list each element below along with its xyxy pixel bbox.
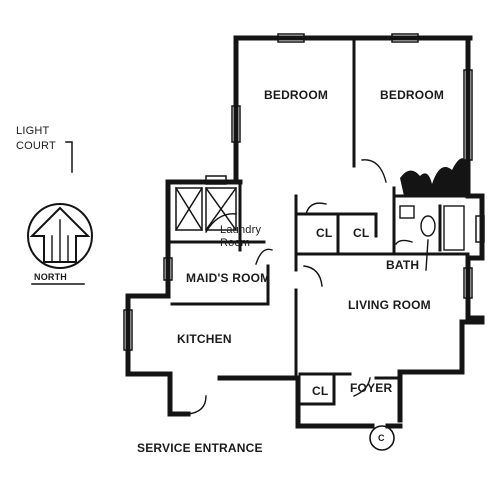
rubble-patch <box>400 158 468 196</box>
exterior-walls <box>125 35 485 429</box>
closet-1-label: CL <box>316 226 333 240</box>
service-entrance-label: SERVICE ENTRANCE <box>137 441 263 455</box>
laundry-fixtures <box>174 186 238 232</box>
closet-2-label: CL <box>353 226 370 240</box>
entry-marker <box>369 425 395 451</box>
entry-marker-label: C <box>378 433 385 443</box>
closet-3-label: CL <box>312 384 329 398</box>
bedroom-2-label: BEDROOM <box>380 88 445 102</box>
maids-room-label: MAID'S ROOM <box>186 271 271 285</box>
living-room-label: LIVING ROOM <box>348 298 431 312</box>
bedroom-1-label: BEDROOM <box>264 88 329 102</box>
kitchen-label: KITCHEN <box>177 332 232 346</box>
windows <box>123 33 485 351</box>
north-label: NORTH <box>34 272 67 282</box>
laundry-room-label-1: Laundry <box>220 224 262 236</box>
light-court-leader <box>65 141 73 173</box>
bath-fixtures <box>399 205 465 271</box>
light-court-label-1: LIGHT <box>16 125 50 137</box>
bath-label: BATH <box>386 258 420 272</box>
light-court-label-2: COURT <box>16 140 56 152</box>
laundry-room-label-2: Room <box>220 237 251 249</box>
foyer-label: FOYER <box>350 381 393 395</box>
door-swings <box>187 159 413 415</box>
north-arrow-icon <box>27 203 93 285</box>
